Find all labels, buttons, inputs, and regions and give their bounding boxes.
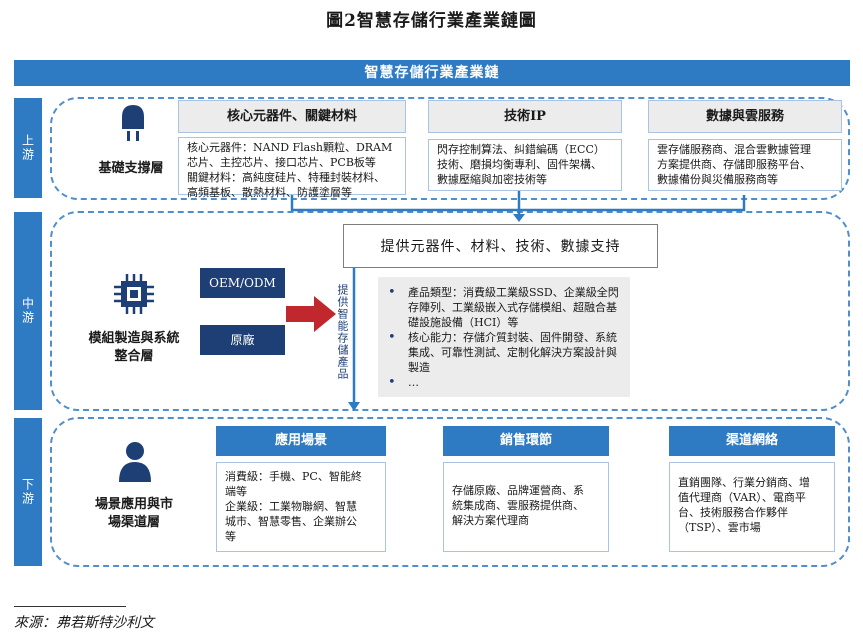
text-line: 閃存控制算法、糾錯編碼（ECC）	[437, 143, 605, 156]
downstream-text-sales: 存儲原廠、品牌運營商、系 統集成商、雲服務提供商、 解決方案代理商	[443, 462, 609, 552]
chain-banner: 智慧存儲行業產業鏈	[14, 60, 850, 86]
midstream-side-label: 中游	[14, 212, 42, 410]
chip-icon	[112, 272, 156, 316]
oem-odm-box: OEM/ODM	[200, 268, 285, 298]
upstream-text-cloud: 雲存儲服務商、混合雲數據管理 方案提供商、存儲即服務平台、 數據備份與災備服務商…	[648, 139, 842, 191]
text-line: 解決方案代理商	[452, 514, 529, 527]
downstream-text-channels: 直銷團隊、行業分銷商、增 值代理商（VAR）、電商平 台、技術服務合作夥伴 （T…	[669, 462, 835, 552]
text-line: 芯片、主控芯片、接口芯片、PCB板等	[187, 156, 376, 169]
text-line: 直銷團隊、行業分銷商、增	[678, 476, 810, 489]
support-box: 提供元器件、材料、技術、數據支持	[343, 224, 658, 268]
bullet-item: …	[388, 375, 622, 390]
upstream-text-ip: 閃存控制算法、糾錯編碼（ECC） 技術、磨損均衡專利、固件架構、 數據壓縮與加密…	[428, 139, 622, 191]
text-line: 端等	[225, 485, 247, 498]
bullet-item: 產品類型：消費級工業級SSD、企業級全閃存陣列、工業級嵌入式存儲模組、超融合基礎…	[388, 285, 622, 330]
upstream-header-cloud: 數據與雲服務	[648, 100, 842, 133]
label-line: 整合層	[114, 349, 154, 364]
upstream-header-components: 核心元器件、關鍵材料	[178, 100, 406, 133]
text-line: 雲存儲服務商、混合雲數據管理	[657, 143, 811, 156]
text-line: 統集成商、雲服務提供商、	[452, 499, 584, 512]
text-line: 消費級：手機、PC、智能終	[225, 470, 362, 483]
footer-divider	[14, 606, 126, 607]
text-line: 台、技術服務合作夥伴	[678, 506, 788, 519]
text-line: 方案提供商、存儲即服務平台、	[657, 158, 811, 171]
text-line: 等	[225, 530, 236, 543]
product-info-box: 產品類型：消費級工業級SSD、企業級全閃存陣列、工業級嵌入式存儲模組、超融合基礎…	[378, 277, 630, 397]
label-line: 場渠道層	[107, 515, 160, 530]
text-line: 技術、磨損均衡專利、固件架構、	[437, 158, 602, 171]
lightbulb-icon	[118, 103, 148, 145]
vertical-product-text: 提供智能存儲產品	[336, 284, 349, 380]
text-line: 城市、智慧零售、企業辦公	[225, 515, 357, 528]
user-icon	[117, 440, 153, 484]
downstream-header-sales: 銷售環節	[443, 426, 609, 456]
text-line: 存儲原廠、品牌運營商、系	[452, 484, 584, 497]
downstream-text-scenarios: 消費級：手機、PC、智能終 端等 企業級：工業物聯網、智慧 城市、智慧零售、企業…	[216, 462, 386, 552]
red-arrow-icon	[286, 296, 336, 332]
downstream-zone	[50, 417, 850, 567]
downstream-header-channels: 渠道網絡	[669, 426, 835, 456]
upstream-text-components: 核心元器件：NAND Flash顆粒、DRAM 芯片、主控芯片、接口芯片、PCB…	[178, 137, 406, 199]
midstream-zone	[50, 211, 850, 411]
upstream-side-label: 上游	[14, 98, 42, 198]
label-line: 模組製造與系統	[88, 331, 180, 346]
downstream-layer-label: 場景應用與市 場渠道層	[78, 496, 190, 532]
downstream-header-scenarios: 應用場景	[216, 426, 386, 456]
upstream-layer-label: 基礎支撐層	[98, 161, 164, 176]
upstream-zone	[50, 97, 850, 200]
diagram-title: 圖2智慧存儲行業產業鏈圖	[326, 11, 537, 31]
label-line: 場景應用與市	[94, 497, 173, 512]
upstream-header-ip: 技術IP	[428, 100, 622, 133]
text-line: 核心元器件：NAND Flash顆粒、DRAM	[187, 141, 393, 154]
downstream-side-label: 下游	[14, 418, 42, 566]
midstream-layer-label: 模組製造與系統 整合層	[78, 330, 190, 366]
bullet-item: 核心能力：存儲介質封裝、固件開發、系統集成、可靠性測試、定制化解決方案設計與製造	[388, 330, 622, 375]
text-line: 關鍵材料：高純度硅片、特種封裝材料、	[187, 171, 385, 184]
source-note: 來源：弗若斯特沙利文	[14, 615, 154, 631]
original-manufacturer-box: 原廠	[200, 325, 285, 355]
text-line: 值代理商（VAR）、電商平	[678, 491, 806, 504]
text-line: 數據壓縮與加密技術等	[437, 173, 547, 186]
text-line: 企業級：工業物聯網、智慧	[225, 500, 357, 513]
text-line: （TSP）、雲市場	[678, 521, 761, 534]
text-line: 高頻基板、散熱材料、防護塗層等	[187, 186, 352, 199]
text-line: 數據備份與災備服務商等	[657, 173, 778, 186]
